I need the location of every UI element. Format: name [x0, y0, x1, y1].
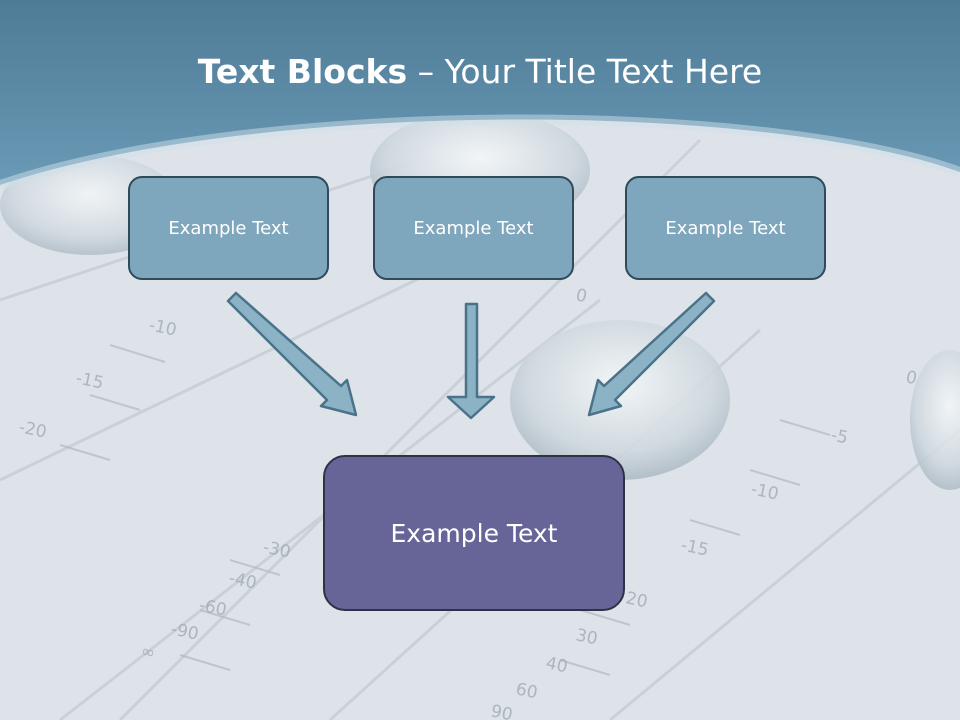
text-block-left: Example Text: [128, 176, 329, 280]
svg-text:30: 30: [574, 625, 599, 649]
svg-text:∞: ∞: [139, 641, 157, 664]
text-block-right: Example Text: [625, 176, 826, 280]
svg-text:0: 0: [574, 285, 589, 307]
svg-text:90: 90: [489, 701, 514, 720]
svg-text:60: 60: [514, 679, 539, 703]
title-strong: Text Blocks: [197, 52, 408, 91]
svg-text:0: 0: [904, 367, 919, 389]
arrow-right-to-bottom: [587, 291, 716, 417]
svg-text:20: 20: [624, 588, 649, 612]
title-rest: Your Title Text Here: [444, 52, 763, 91]
text-block-bottom: Example Text: [323, 455, 625, 611]
title-dash: –: [417, 52, 435, 91]
arrow-center-to-bottom: [446, 302, 496, 420]
slide-title: Text Blocks – Your Title Text Here: [0, 52, 960, 91]
svg-text:-5: -5: [829, 425, 850, 448]
arrow-left-to-bottom: [226, 291, 358, 417]
svg-text:40: 40: [544, 653, 569, 677]
text-block-center: Example Text: [373, 176, 574, 280]
